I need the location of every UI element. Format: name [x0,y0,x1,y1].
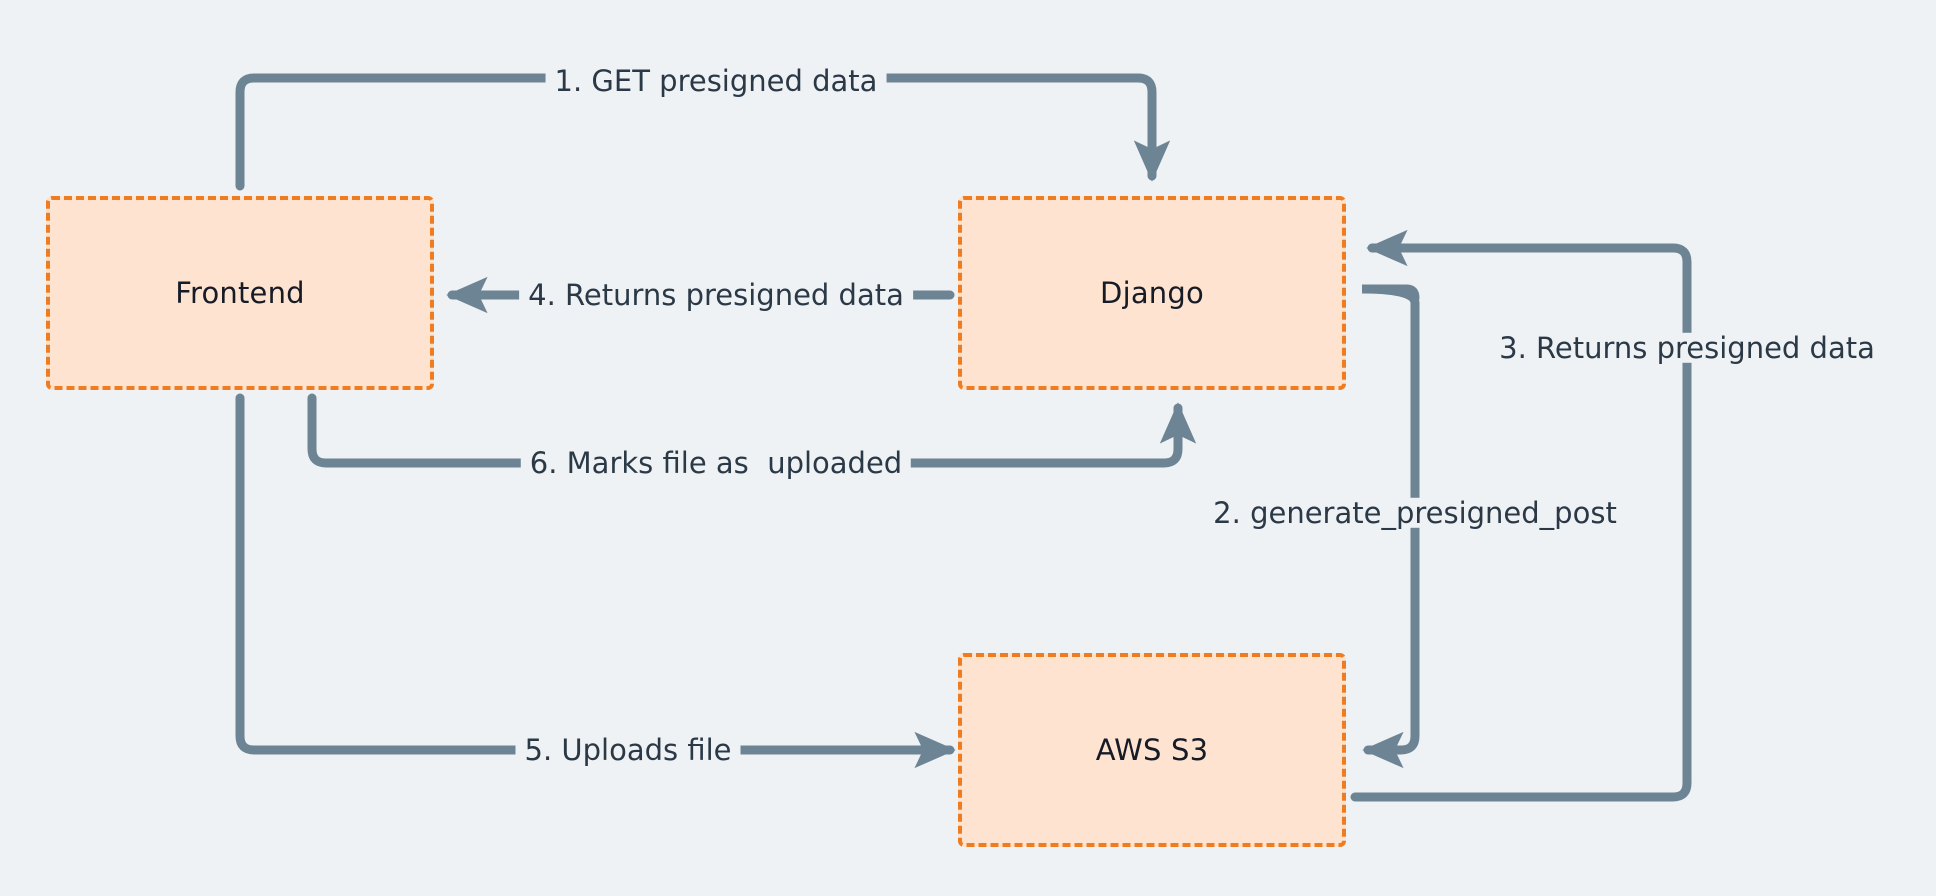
edge-label-5: 5. Uploads file [515,734,741,765]
node-label-aws-s3: AWS S3 [1095,733,1209,767]
edge-path-2 [1361,284,1420,769]
edge-path-3 [1350,229,1692,802]
edge-label-6: 6. Marks file as uploaded [520,447,912,478]
node-label-django: Django [1100,276,1204,310]
edge-label-1: 1. GET presigned data [545,65,887,96]
node-aws-s3[interactable]: AWS S3 [958,653,1346,847]
edge-path-5 [235,393,956,769]
node-label-frontend: Frontend [175,276,305,310]
edge-label-2: 2. generate_presigned_post [1204,497,1626,528]
node-django[interactable]: Django [958,196,1346,390]
edge-label-3: 3. Returns presigned data [1490,332,1884,363]
edge-label-4: 4. Returns presigned data [519,279,913,310]
node-frontend[interactable]: Frontend [46,196,434,390]
